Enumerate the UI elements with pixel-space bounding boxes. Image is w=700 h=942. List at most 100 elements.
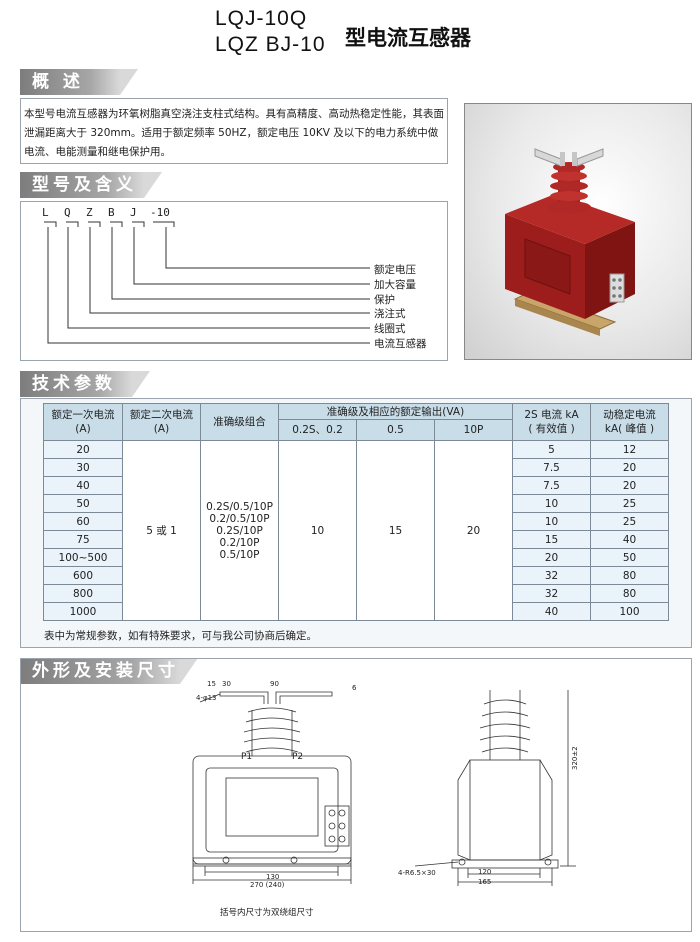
cell-dynamic: 20 xyxy=(590,476,669,495)
dim-120: 120 xyxy=(478,868,492,876)
dim-165: 165 xyxy=(478,878,492,886)
cell-dynamic: 40 xyxy=(590,530,669,549)
model-box xyxy=(20,201,448,361)
table-row: 50 10 25 xyxy=(43,494,669,513)
cell-primary: 1000 xyxy=(43,602,123,621)
cell-primary: 100~500 xyxy=(43,548,123,567)
cell-thermal: 10 xyxy=(512,494,591,513)
accuracy-combo: 0.2/10P xyxy=(219,536,260,549)
cell-thermal: 40 xyxy=(512,602,591,621)
th-thermal: 2S 电流 kA ( 有效值 ) xyxy=(512,403,591,441)
th-thermal-main: 2S 电流 kA xyxy=(524,409,579,421)
label-p1: P1 xyxy=(241,752,253,762)
cell-out-10p: 20 xyxy=(434,440,513,621)
th-dynamic: 动稳定电流 kA( 峰值 ) xyxy=(590,403,669,441)
title-model-1: LQJ-10Q xyxy=(215,7,308,30)
cell-dynamic: 80 xyxy=(590,566,669,585)
th-accuracy: 准确级组合 xyxy=(200,403,279,441)
cell-thermal: 20 xyxy=(512,548,591,567)
th-out-02: 0.2S、0.2 xyxy=(278,419,357,441)
dim-90: 90 xyxy=(270,680,279,688)
table-row: 40 7.5 20 xyxy=(43,476,669,495)
th-thermal-sub: ( 有效值 ) xyxy=(528,423,575,435)
cell-dynamic: 25 xyxy=(590,512,669,531)
cell-thermal: 7.5 xyxy=(512,458,591,477)
th-secondary: 额定二次电流(A) xyxy=(122,403,201,441)
cell-primary: 20 xyxy=(43,440,123,459)
label-increased-capacity: 加大容量 xyxy=(374,279,416,291)
dimension-drawing xyxy=(192,690,576,886)
dim-30: 30 xyxy=(222,680,231,688)
accuracy-combo: 0.2S/10P xyxy=(216,524,263,537)
overview-heading: 概 述 xyxy=(20,69,138,95)
cell-primary: 30 xyxy=(43,458,123,477)
dim-slot: 4-R6.5×30 xyxy=(398,869,436,877)
code-j: J xyxy=(130,206,137,219)
th-output-group: 准确级及相应的额定输出(VA) xyxy=(278,402,513,421)
th-out-10p: 10P xyxy=(434,419,513,441)
code-voltage: -10 xyxy=(150,206,170,219)
table-row: 800 32 80 xyxy=(43,584,669,603)
cell-dynamic: 80 xyxy=(590,584,669,603)
cell-thermal: 15 xyxy=(512,530,591,549)
code-l: L xyxy=(42,206,49,219)
cell-primary: 600 xyxy=(43,566,123,585)
th-primary: 额定一次电流(A) xyxy=(43,403,123,441)
model-leader-lines xyxy=(44,221,370,344)
dim-hole: 4-φ13 xyxy=(196,694,217,702)
label-cast: 浇注式 xyxy=(374,308,406,320)
th-dynamic-main: 动稳定电流 xyxy=(603,409,656,421)
cell-thermal: 32 xyxy=(512,584,591,603)
cell-thermal: 10 xyxy=(512,512,591,531)
dim-130: 130 xyxy=(266,873,280,881)
cell-accuracy: 0.2S/0.5/10P 0.2/0.5/10P 0.2S/10P 0.2/10… xyxy=(200,440,279,621)
cell-thermal: 7.5 xyxy=(512,476,591,495)
title-model-2: LQZ BJ-10 xyxy=(215,33,326,56)
code-b: B xyxy=(108,206,115,219)
spec-table: 额定一次电流(A) 额定二次电流(A) 准确级组合 准确级及相应的额定输出(VA… xyxy=(43,402,669,621)
cell-primary: 50 xyxy=(43,494,123,513)
code-q: Q xyxy=(64,206,71,219)
label-coil: 线圈式 xyxy=(374,323,406,335)
accuracy-combo: 0.5/10P xyxy=(219,548,260,561)
title-block: LQJ-10Q LQZ BJ-10 xyxy=(215,6,326,58)
cell-thermal: 5 xyxy=(512,440,591,459)
label-current-transformer: 电流互感器 xyxy=(374,338,427,350)
label-protection: 保护 xyxy=(374,294,395,306)
cell-secondary: 5 或 1 xyxy=(122,440,201,621)
table-row: 600 32 80 xyxy=(43,566,669,585)
dimensions-heading: 外形及安装尺寸 xyxy=(20,658,198,684)
dimension-caption: 括号内尺寸为双绕组尺寸 xyxy=(220,908,314,918)
label-rated-voltage: 额定电压 xyxy=(374,264,416,276)
cell-dynamic: 100 xyxy=(590,602,669,621)
code-z: Z xyxy=(86,206,93,219)
table-note: 表中为常规参数，如有特殊要求，可与我公司协商后确定。 xyxy=(44,630,317,642)
cell-out-02: 10 xyxy=(278,440,357,621)
transformer-image xyxy=(505,148,635,336)
table-row: 100~500 20 50 xyxy=(43,548,669,567)
th-dynamic-sub: kA( 峰值 ) xyxy=(604,423,655,435)
cell-dynamic: 25 xyxy=(590,494,669,513)
cell-primary: 800 xyxy=(43,584,123,603)
table-row: 1000 40 100 xyxy=(43,602,669,621)
cell-primary: 40 xyxy=(43,476,123,495)
cell-thermal: 32 xyxy=(512,566,591,585)
cell-primary: 75 xyxy=(43,530,123,549)
accuracy-combo: 0.2S/0.5/10P xyxy=(206,500,273,513)
overview-box xyxy=(20,98,448,164)
cell-primary: 60 xyxy=(43,512,123,531)
accuracy-combo: 0.2/0.5/10P xyxy=(209,512,270,525)
dim-320: 320±2 xyxy=(571,746,579,770)
label-p2: P2 xyxy=(292,752,304,762)
cell-out-05: 15 xyxy=(356,440,435,621)
dim-15: 15 xyxy=(207,680,216,688)
dim-270: 270 (240) xyxy=(250,881,285,889)
table-row: 75 15 40 xyxy=(43,530,669,549)
overview-text: 本型号电流互感器为环氧树脂真空浇注支柱式结构。具有高精度、高动热稳定性能，其表面… xyxy=(24,108,444,158)
dimensions-box xyxy=(20,658,692,932)
cell-dynamic: 12 xyxy=(590,440,669,459)
model-heading: 型号及含义 xyxy=(20,172,162,198)
title-suffix: 型电流互感器 xyxy=(345,26,471,50)
cell-dynamic: 50 xyxy=(590,548,669,567)
tech-heading: 技术参数 xyxy=(20,371,150,397)
